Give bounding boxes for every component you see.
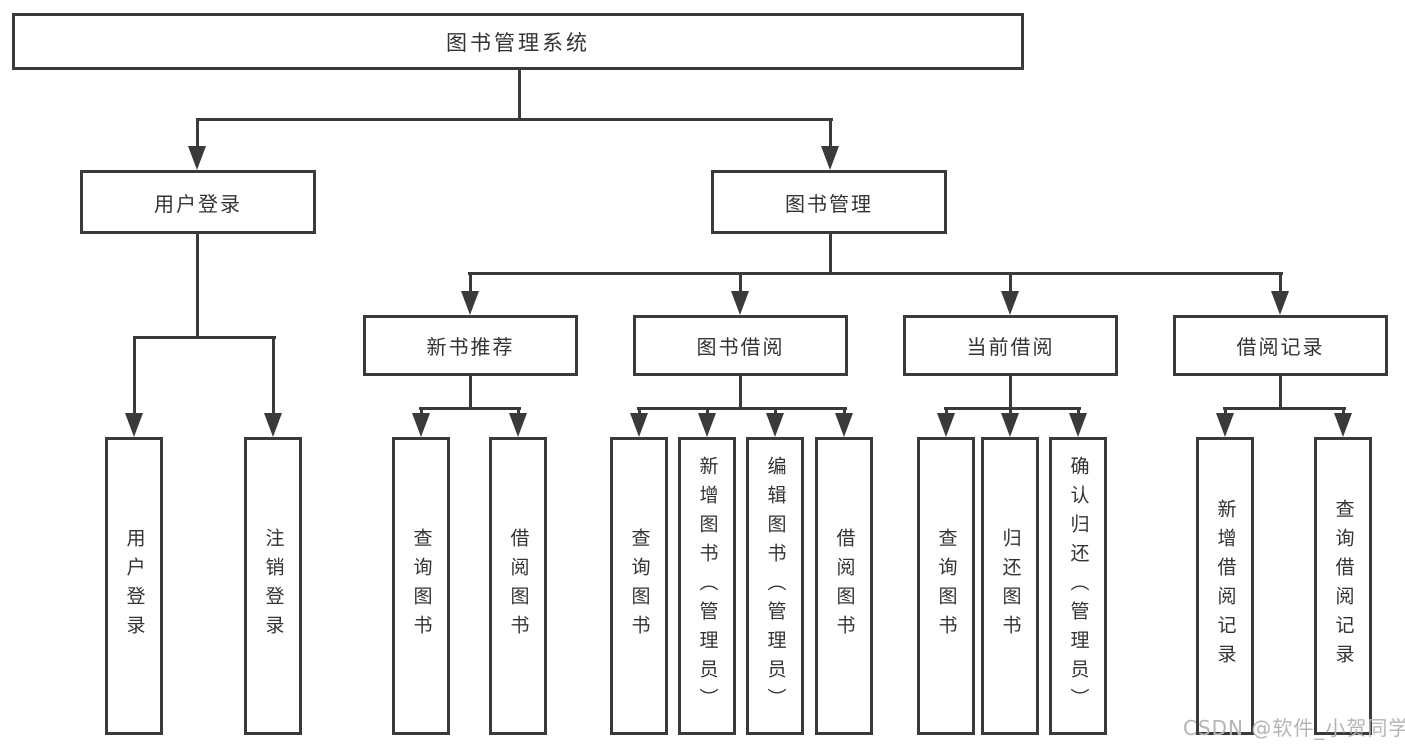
node-query-books-3: 查询图书 — [917, 437, 975, 735]
node-label: 新增图书（管理员） — [696, 455, 719, 717]
node-label: 确认归还（管理员） — [1067, 455, 1090, 717]
connector-line — [1009, 272, 1012, 297]
arrowhead — [125, 413, 143, 437]
connector-line — [1223, 407, 1346, 410]
arrowhead — [1001, 413, 1019, 437]
connector-line — [133, 336, 136, 416]
node-borrowing-records: 借阅记录 — [1173, 315, 1388, 376]
node-label: 用户登录 — [123, 528, 146, 644]
node-query-books-2: 查询图书 — [610, 437, 668, 735]
connector-line — [468, 272, 1283, 275]
node-label: 图书借阅 — [696, 335, 785, 359]
arrowhead — [1334, 413, 1352, 437]
node-label: 借阅图书 — [507, 528, 530, 644]
arrowhead — [937, 413, 955, 437]
arrowhead — [509, 413, 527, 437]
connector-line — [637, 407, 847, 410]
node-label: 编辑图书（管理员） — [764, 455, 787, 717]
arrowhead — [1001, 291, 1019, 315]
node-label: 查询图书 — [628, 528, 651, 644]
connector-line — [944, 407, 1081, 410]
node-label: 图书管理系统 — [446, 30, 590, 55]
connector-line — [518, 70, 521, 121]
node-add-borrow-record: 新增借阅记录 — [1196, 437, 1254, 735]
arrowhead — [1271, 291, 1289, 315]
node-add-book-admin: 新增图书（管理员） — [678, 437, 736, 735]
node-confirm-return-admin: 确认归还（管理员） — [1049, 437, 1107, 735]
connector-line — [419, 407, 521, 410]
connector-line — [133, 336, 276, 339]
connector-line — [829, 234, 832, 275]
node-label: 查询借阅记录 — [1332, 499, 1355, 673]
connector-line — [829, 118, 832, 158]
node-query-books-1: 查询图书 — [392, 437, 450, 735]
arrowhead — [766, 413, 784, 437]
node-label: 归还图书 — [999, 528, 1022, 644]
node-label: 当前借阅 — [966, 335, 1055, 359]
arrowhead — [461, 291, 479, 315]
node-label: 借阅图书 — [833, 528, 856, 644]
arrowhead — [821, 146, 839, 170]
connector-line — [739, 376, 742, 410]
node-label: 注销登录 — [262, 528, 285, 644]
node-label: 用户登录 — [154, 191, 242, 216]
arrowhead — [264, 413, 282, 437]
node-return-books: 归还图书 — [981, 437, 1039, 735]
node-book-borrowing: 图书借阅 — [633, 315, 848, 376]
node-label: 查询图书 — [935, 528, 958, 644]
node-book-management: 图书管理 — [711, 170, 947, 234]
connector-line — [196, 118, 833, 121]
arrowhead — [630, 413, 648, 437]
connector-line — [196, 234, 199, 339]
watermark: CSDN @软件_小贺同学 — [1183, 716, 1405, 740]
connector-line — [469, 376, 472, 410]
node-label: 借阅记录 — [1236, 335, 1325, 359]
node-user-login-leaf: 用户登录 — [105, 437, 163, 735]
node-new-book-recommendation: 新书推荐 — [363, 315, 578, 376]
node-user-login: 用户登录 — [80, 170, 316, 234]
connector-line — [272, 336, 275, 416]
node-logout: 注销登录 — [244, 437, 302, 735]
arrowhead — [835, 413, 853, 437]
node-label: 图书管理 — [785, 191, 873, 216]
node-query-borrow-record: 查询借阅记录 — [1314, 437, 1372, 735]
node-edit-book-admin: 编辑图书（管理员） — [746, 437, 804, 735]
node-library-management-system: 图书管理系统 — [12, 13, 1024, 70]
arrowhead — [412, 413, 430, 437]
arrowhead — [1069, 413, 1087, 437]
arrowhead — [188, 146, 206, 170]
connector-line — [1009, 376, 1012, 410]
node-borrow-books-2: 借阅图书 — [815, 437, 873, 735]
node-label: 新书推荐 — [426, 335, 515, 359]
arrowhead — [698, 413, 716, 437]
node-label: 新增借阅记录 — [1214, 499, 1237, 673]
node-current-borrowing: 当前借阅 — [903, 315, 1118, 376]
connector-line — [1279, 272, 1282, 297]
connector-line — [196, 118, 199, 158]
connector-line — [469, 272, 472, 297]
connector-line — [739, 272, 742, 297]
arrowhead — [1216, 413, 1234, 437]
node-label: 查询图书 — [410, 528, 433, 644]
arrowhead — [731, 291, 749, 315]
connector-line — [1279, 376, 1282, 410]
node-borrow-books-1: 借阅图书 — [489, 437, 547, 735]
